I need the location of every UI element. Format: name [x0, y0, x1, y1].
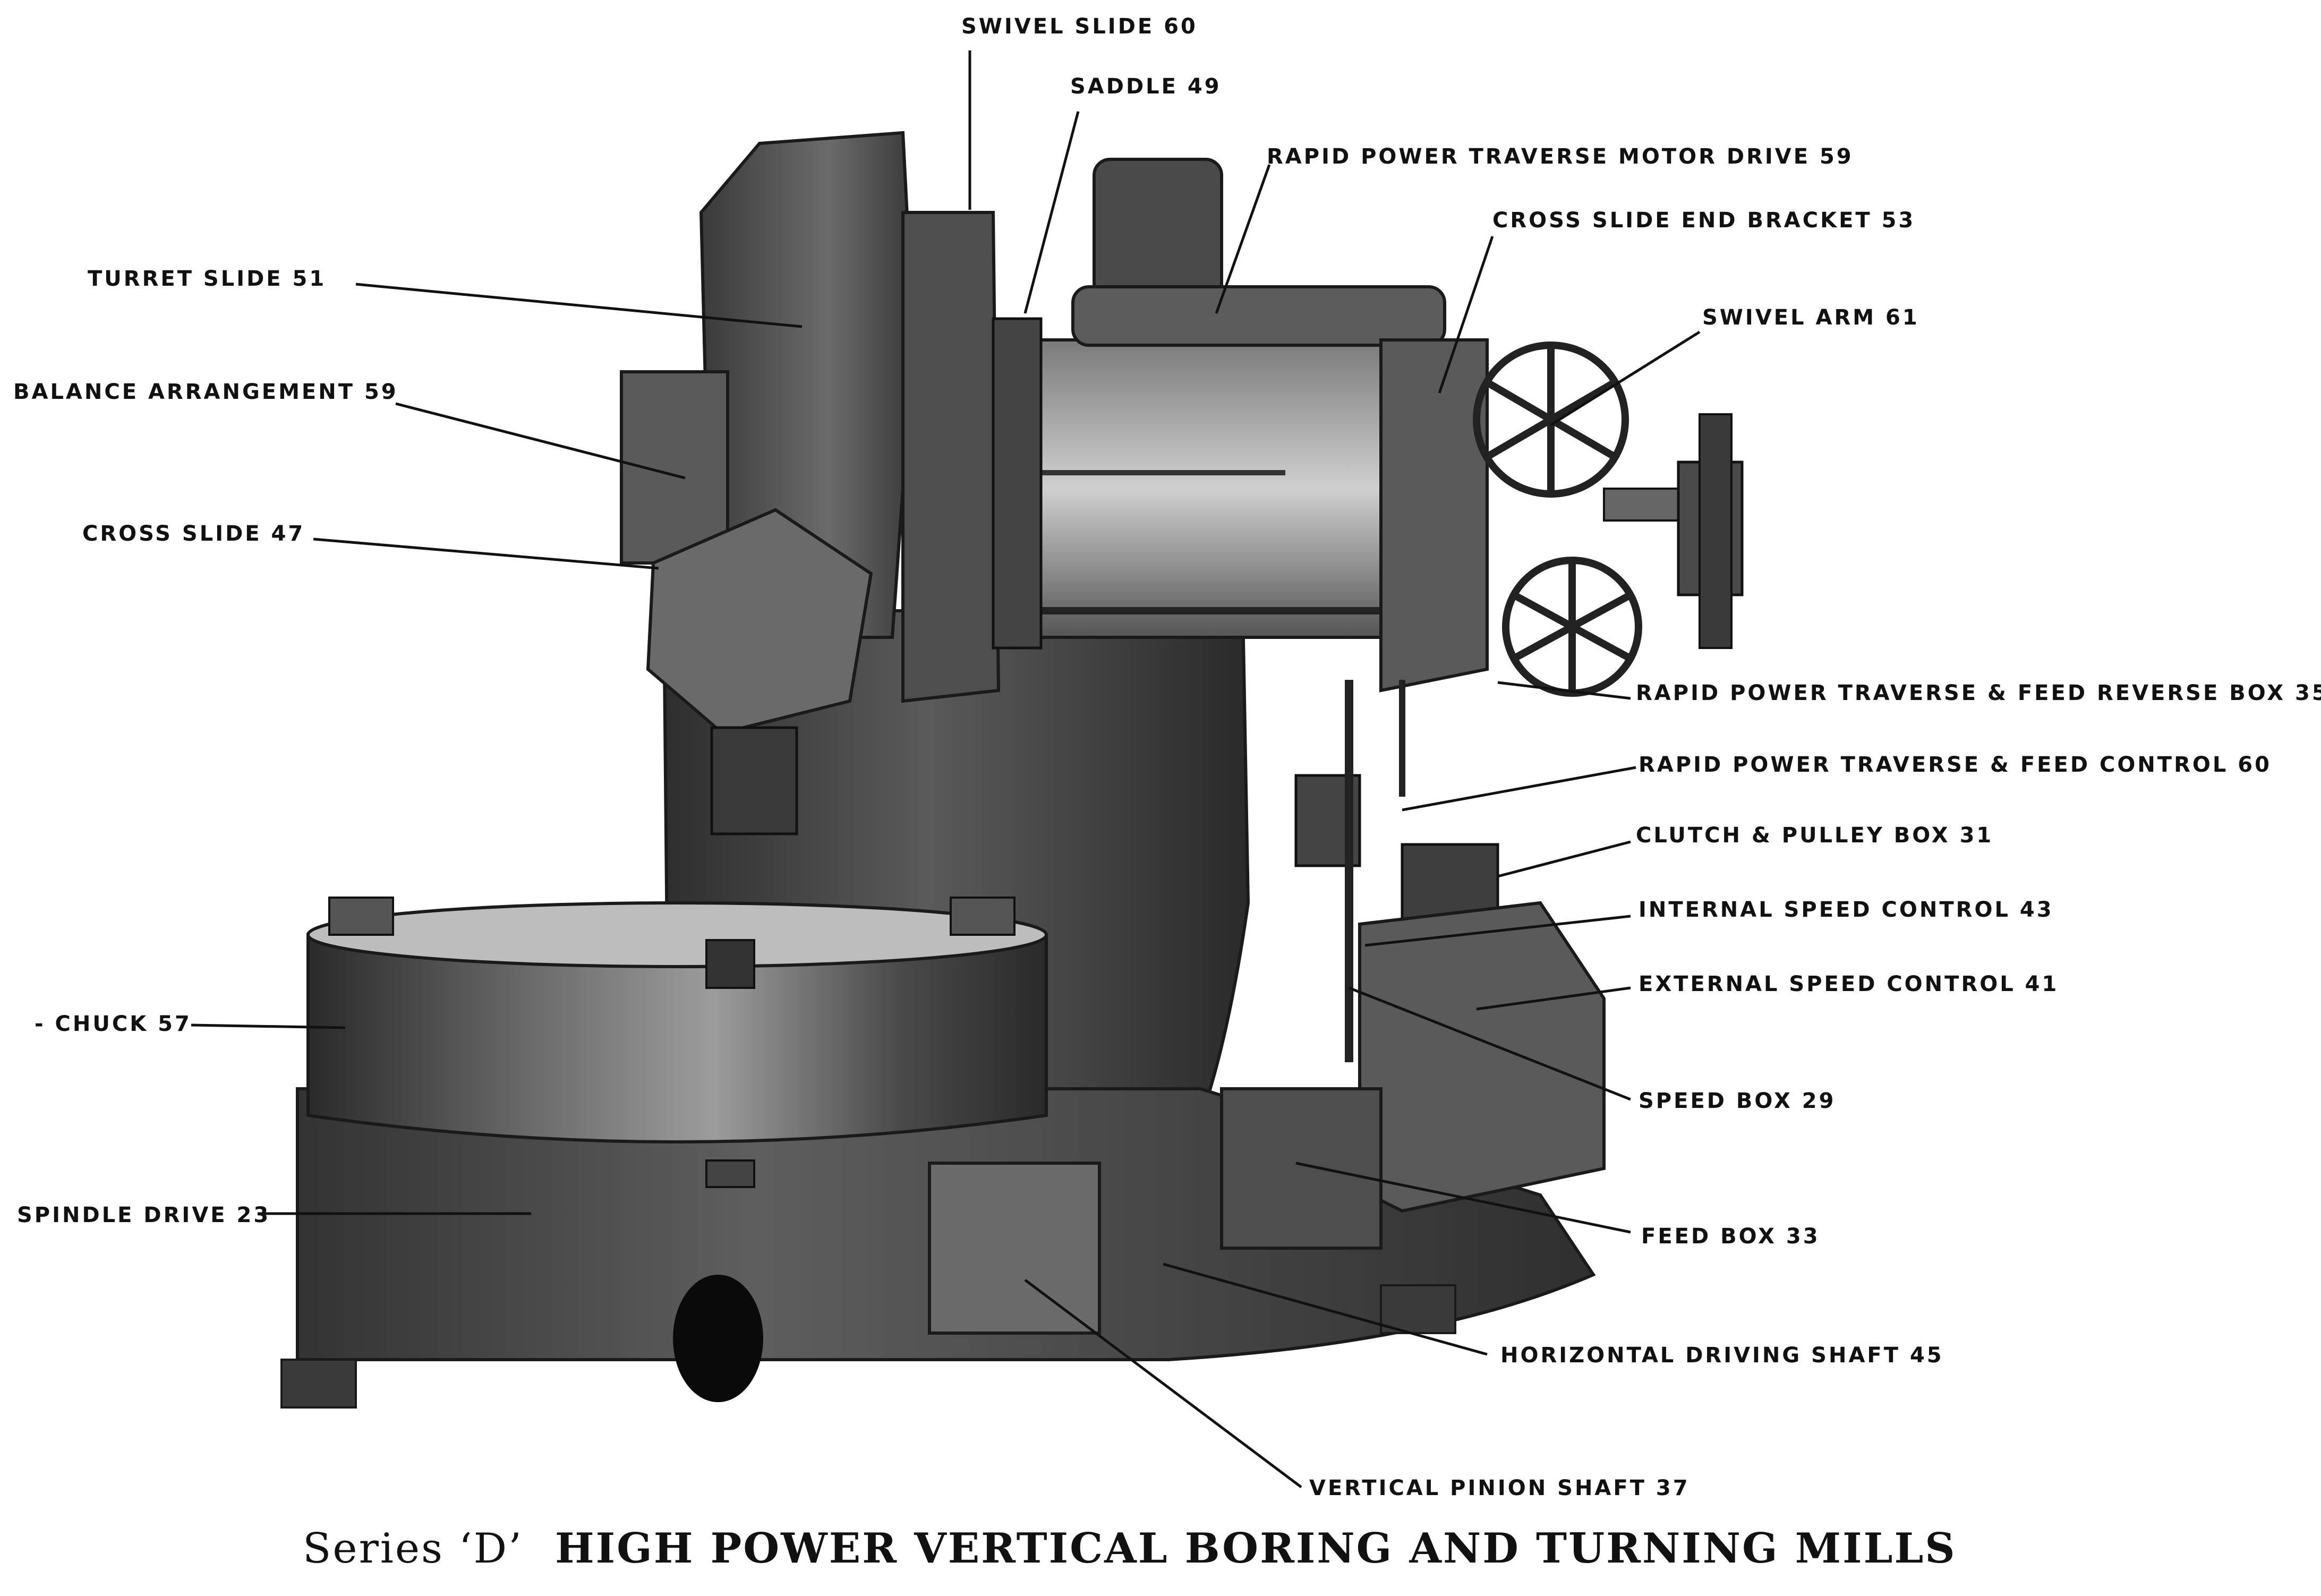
label-external-speed: EXTERNAL SPEED CONTROL 41 [1639, 972, 2059, 996]
label-internal-speed: INTERNAL SPEED CONTROL 43 [1639, 898, 2054, 922]
caption-series: Series ‘D’ [303, 1525, 523, 1573]
base-nameplate [705, 1159, 755, 1188]
base-foot-left [280, 1359, 357, 1409]
label-feed-control: RAPID POWER TRAVERSE & FEED CONTROL 60 [1639, 753, 2272, 777]
chuck-jaw-right [950, 897, 1016, 936]
traverse-motor-base [1071, 285, 1446, 347]
label-saddle: SADDLE 49 [1070, 74, 1222, 99]
label-feed-box: FEED BOX 33 [1641, 1224, 1820, 1249]
leader-feed-control [1402, 766, 1636, 812]
leader-horizontal-shaft [1163, 1262, 1488, 1356]
label-reverse-box: RAPID POWER TRAVERSE & FEED REVERSE BOX … [1636, 681, 2321, 705]
leader-feed-box [1295, 1162, 1631, 1234]
swivel-slide [901, 211, 1001, 703]
pendant-column [1699, 413, 1733, 649]
caption-title: HIGH POWER VERTICAL BORING AND TURNING M… [554, 1524, 1957, 1573]
leader-turret-slide [355, 283, 803, 328]
chuck-jaw [705, 939, 755, 989]
turret-slide [699, 131, 916, 639]
end-bracket [1379, 338, 1489, 693]
handwheel-upper [1473, 342, 1629, 498]
label-horizontal-shaft: HORIZONTAL DRIVING SHAFT 45 [1500, 1343, 1944, 1368]
turret-head [646, 508, 873, 735]
handwheel-lower [1502, 557, 1642, 697]
leader-vertical-pinion [1024, 1279, 1302, 1488]
leader-clutch [1497, 840, 1631, 878]
label-turret-slide: TURRET SLIDE 51 [88, 267, 327, 291]
figure-caption: Series ‘D’ HIGH POWER VERTICAL BORING AND… [303, 1524, 1957, 1573]
leader-internal-speed [1364, 915, 1631, 947]
label-spindle-drive: SPINDLE DRIVE 23 [17, 1203, 271, 1227]
label-rapid-motor: RAPID POWER TRAVERSE MOTOR DRIVE 59 [1267, 144, 1854, 169]
leader-external-speed [1476, 986, 1631, 1011]
label-speed-box: SPEED BOX 29 [1639, 1089, 1836, 1113]
feed-box [1220, 1087, 1383, 1250]
label-swivel-arm: SWIVEL ARM 61 [1702, 305, 1919, 330]
leader-chuck [191, 1023, 346, 1029]
chuck-top [306, 901, 1048, 968]
leader-cross-slide [313, 537, 659, 570]
tool-holder [710, 726, 798, 835]
chuck-table [306, 933, 1048, 1143]
leader-saddle [1023, 111, 1080, 314]
balance-box [620, 370, 729, 565]
leader-rapid-motor [1215, 164, 1271, 314]
horizontal-shaft-cover [928, 1162, 1101, 1335]
base-foot-right [1380, 1284, 1456, 1334]
label-cross-slide-bracket: CROSS SLIDE END BRACKET 53 [1492, 208, 1916, 233]
leader-balance [395, 402, 686, 480]
leader-end-bracket [1438, 236, 1494, 394]
label-swivel-slide: SWIVEL SLIDE 60 [961, 14, 1198, 39]
leader-reverse-box [1497, 681, 1631, 700]
label-clutch: CLUTCH & PULLEY BOX 31 [1636, 823, 1994, 848]
cross-rail [997, 338, 1404, 639]
chuck-jaw-left [328, 897, 394, 936]
label-balance: BALANCE ARRANGEMENT 59 [13, 380, 398, 404]
base-access-hole [673, 1275, 763, 1402]
leader-speed-box [1349, 986, 1631, 1101]
saddle [992, 317, 1043, 650]
label-cross-slide: CROSS SLIDE 47 [82, 522, 305, 546]
speed-box [1358, 901, 1606, 1213]
label-vertical-pinion: VERTICAL PINION SHAFT 37 [1309, 1476, 1690, 1500]
leader-lines [191, 50, 1701, 1488]
label-chuck: - CHUCK 57 [35, 1012, 192, 1036]
leader-swivel-arm [1550, 330, 1701, 426]
